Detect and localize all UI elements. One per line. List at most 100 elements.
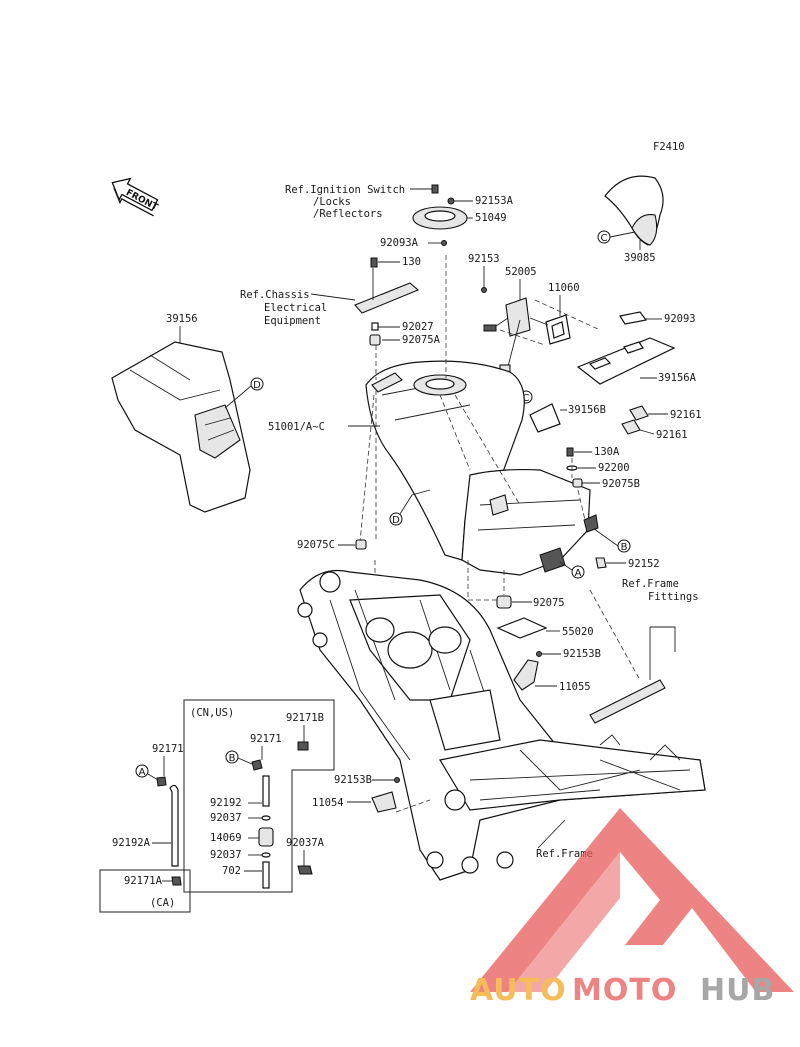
label-reflectors: /Reflectors	[313, 208, 383, 220]
screw-92153A	[447, 197, 455, 205]
collar-92027	[371, 322, 379, 331]
hose-702	[262, 861, 270, 889]
label-cn-us: (CN,US)	[190, 707, 234, 719]
callout-a-tank: A	[571, 565, 585, 579]
clip-92171-b	[251, 759, 263, 771]
electrical-bracket	[354, 282, 420, 314]
callout-a-hose: A	[135, 764, 149, 778]
label-11054: 11054	[312, 797, 344, 809]
label-92037-a: 92037	[210, 812, 242, 824]
fuel-gauge-52005	[505, 297, 531, 337]
front-arrow-icon: FRONT	[111, 177, 160, 217]
bracket-11055	[513, 659, 539, 691]
label-92171-b: 92171	[250, 733, 282, 745]
label-92192A: 92192A	[112, 837, 151, 849]
svg-text:A: A	[575, 568, 582, 579]
hose-92192	[262, 775, 270, 807]
label-92153B-a: 92153B	[563, 648, 601, 660]
watermark-text-auto: AUTO	[470, 973, 567, 1008]
cover-39156	[111, 341, 251, 513]
label-702: 702	[222, 865, 241, 877]
clamp-92037-b	[261, 852, 271, 858]
cn-us-box	[183, 699, 335, 893]
clamp-92037-a	[261, 815, 271, 821]
label-39156A: 39156A	[658, 372, 697, 384]
label-14069: 14069	[210, 832, 242, 844]
svg-text:A: A	[139, 767, 146, 778]
label-92161a: 92161	[670, 409, 702, 421]
watermark-text-moto: MOTO	[572, 973, 677, 1008]
label-92153B-b: 92153B	[334, 774, 372, 786]
label-fittings: Fittings	[648, 591, 699, 603]
damper-92161b	[621, 419, 641, 435]
figure-code: F2410	[653, 141, 685, 153]
callout-b-tank: B	[617, 539, 631, 553]
label-92161b: 92161	[656, 429, 688, 441]
fuel-tank-rear	[461, 468, 591, 576]
damper-92075C	[355, 539, 367, 550]
callout-d-tank: D	[389, 512, 403, 526]
svg-text:C: C	[523, 393, 530, 404]
label-92171B: 92171B	[286, 712, 324, 724]
clip-92152	[595, 557, 607, 569]
label-locks: /Locks	[313, 196, 351, 208]
filter-14069	[258, 827, 274, 847]
label-39156: 39156	[166, 313, 198, 325]
label-92037-b: 92037	[210, 849, 242, 861]
label-92192: 92192	[210, 797, 242, 809]
label-ca: (CA)	[150, 897, 175, 909]
label-92075A: 92075A	[402, 334, 441, 346]
label-92075: 92075	[533, 597, 565, 609]
label-frame-fittings-ref: Ref.Frame	[622, 578, 679, 590]
label-92075C: 92075C	[297, 539, 335, 551]
watermark-text-hub: HUB	[700, 973, 775, 1008]
label-51001: 51001/A~C	[268, 421, 325, 433]
label-92153A: 92153A	[475, 195, 514, 207]
pad-92093	[619, 311, 648, 325]
svg-text:C: C	[601, 233, 608, 244]
bolt-92153B-a	[536, 651, 542, 657]
label-11060: 11060	[548, 282, 580, 294]
damper-92075B	[572, 478, 583, 488]
callout-d-cover: D	[250, 377, 264, 391]
label-92037A: 92037A	[286, 837, 325, 849]
automotohub-watermark: AUTO MOTO HUB	[470, 808, 794, 1008]
bolt-130A	[566, 447, 574, 457]
label-chassis-ref: Ref.Chassis	[240, 289, 310, 301]
label-frame-ref: Ref.Frame	[536, 848, 593, 860]
label-92153: 92153	[468, 253, 500, 265]
ca-box	[99, 869, 191, 913]
label-130A: 130A	[594, 446, 620, 458]
label-ignition-ref: Ref.Ignition Switch	[285, 184, 405, 196]
bolt-ref-part	[431, 184, 439, 194]
damper-92075	[496, 595, 512, 609]
label-55020: 55020	[562, 626, 594, 638]
gasket-92093A	[441, 240, 447, 246]
watermark-logo-icon	[470, 808, 794, 992]
pad-39156B	[529, 403, 561, 433]
label-92200: 92200	[598, 462, 630, 474]
seal-55020	[496, 617, 548, 639]
screw-92153	[481, 287, 487, 293]
label-92093: 92093	[664, 313, 696, 325]
label-52005: 52005	[505, 266, 537, 278]
svg-text:D: D	[253, 380, 261, 391]
label-92152: 92152	[628, 558, 660, 570]
label-39156B: 39156B	[568, 404, 606, 416]
frame-assembly	[297, 569, 706, 881]
damper-92161a	[629, 405, 649, 421]
label-electrical: Electrical	[264, 302, 327, 314]
label-92171A: 92171A	[124, 875, 163, 887]
svg-text:B: B	[621, 542, 628, 553]
label-92093A: 92093A	[380, 237, 419, 249]
label-92027: 92027	[402, 321, 434, 333]
clip-92171B	[297, 741, 309, 751]
svg-text:B: B	[229, 753, 236, 764]
bracket-11054	[371, 791, 397, 813]
label-equipment: Equipment	[264, 315, 321, 327]
clamp-92037A	[297, 865, 313, 875]
hose-92192A	[169, 784, 179, 867]
clip-92171A	[171, 876, 182, 886]
label-92075B: 92075B	[602, 478, 640, 490]
